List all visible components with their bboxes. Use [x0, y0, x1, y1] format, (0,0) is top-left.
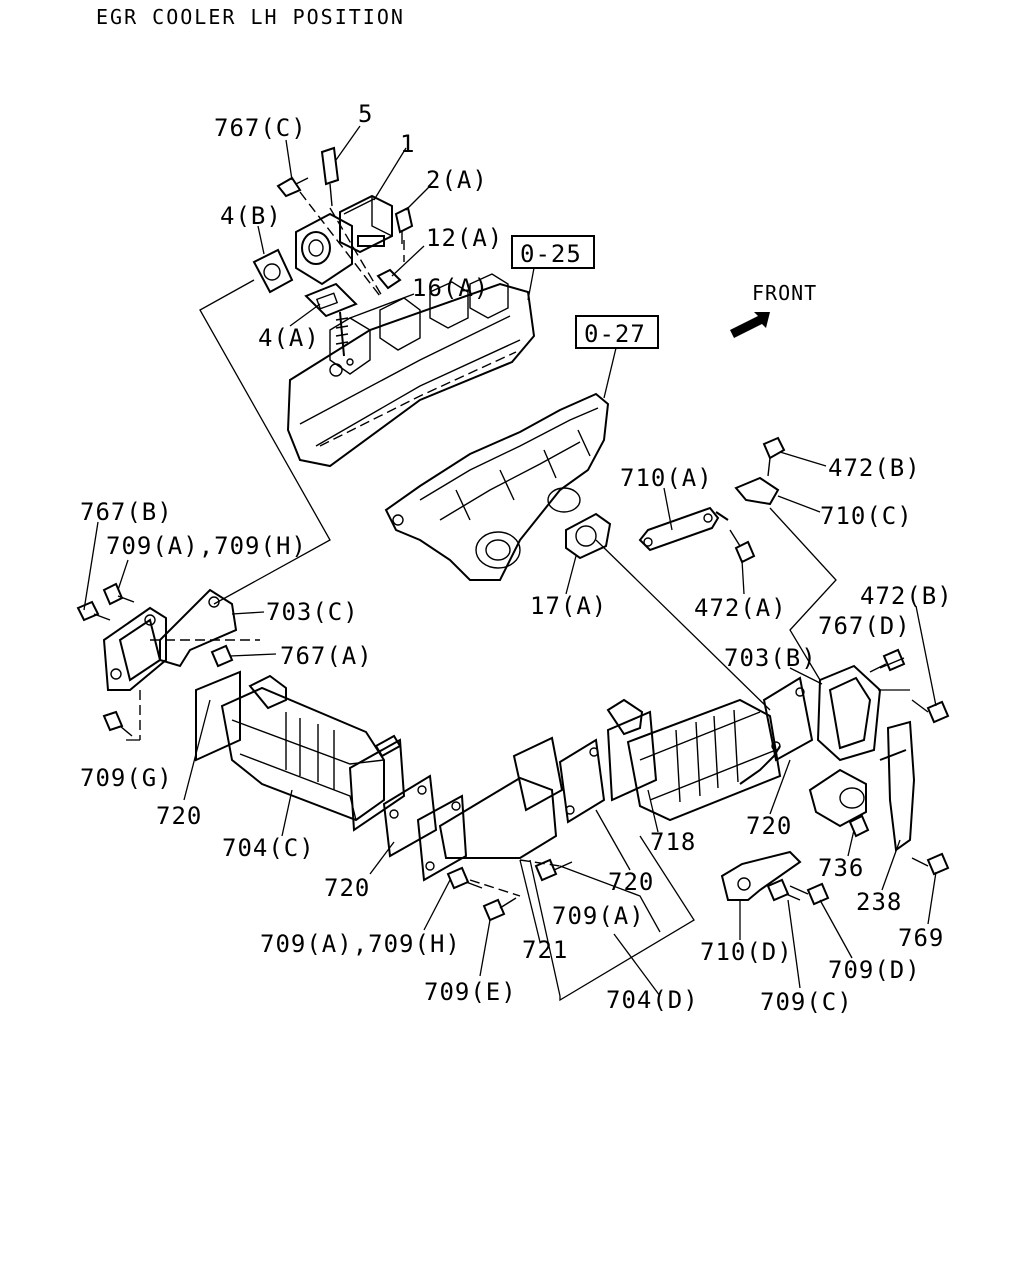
front-label: FRONT: [752, 281, 817, 305]
label-472b-top: 472(B): [828, 454, 921, 482]
label-4b: 4(B): [220, 202, 282, 230]
label-721: 721: [522, 936, 568, 964]
label-710c: 710(C): [820, 502, 913, 530]
label-710a: 710(A): [620, 464, 713, 492]
label-720-left: 720: [156, 802, 202, 830]
part-labels: 767(C) 5 1 2(A) 4(B) 12(A) 16(A) 4(A) 47…: [80, 100, 953, 1016]
label-703c: 703(C): [266, 598, 359, 626]
label-709a-mid: 709(A): [552, 902, 645, 930]
label-709ah-top: 709(A),709(H): [106, 532, 307, 560]
label-16a: 16(A): [412, 274, 489, 302]
label-718: 718: [650, 828, 696, 856]
leader-lines: [83, 125, 937, 1002]
label-704c: 704(C): [222, 834, 315, 862]
label-709g: 709(G): [80, 764, 173, 792]
label-767d: 767(D): [818, 612, 911, 640]
label-710d: 710(D): [700, 938, 793, 966]
label-2a: 2(A): [426, 166, 488, 194]
label-4a: 4(A): [258, 324, 320, 352]
ref-label-0-25: 0-25: [520, 240, 582, 268]
label-736: 736: [818, 854, 864, 882]
label-17a: 17(A): [530, 592, 607, 620]
intake-manifold: [286, 273, 536, 468]
label-709c: 709(C): [760, 988, 853, 1016]
label-472b-right: 472(B): [860, 582, 953, 610]
center-pipe-721: [416, 736, 606, 922]
label-769: 769: [898, 924, 944, 952]
label-720-mid-left: 720: [324, 874, 370, 902]
label-767b: 767(B): [80, 498, 173, 526]
label-709e: 709(E): [424, 978, 517, 1006]
exhaust-manifold: [384, 392, 612, 581]
label-720-mid: 720: [608, 868, 654, 896]
egr-cooler-left: [195, 670, 438, 858]
label-704d: 704(D): [606, 986, 699, 1014]
label-703b: 703(B): [724, 644, 817, 672]
label-767a: 767(A): [280, 642, 373, 670]
label-720-right: 720: [746, 812, 792, 840]
ref-box-0-25: [511, 235, 595, 269]
label-767c: 767(C): [214, 114, 307, 142]
label-12a: 12(A): [426, 224, 503, 252]
left-flange-bracket: [76, 582, 260, 740]
ref-label-0-27: 0-27: [584, 320, 646, 348]
label-709d: 709(D): [828, 956, 921, 984]
diagram-title: EGR COOLER LH POSITION: [96, 5, 405, 29]
label-709ah-bottom: 709(A),709(H): [260, 930, 461, 958]
front-arrow: FRONT: [730, 281, 817, 338]
label-472a: 472(A): [694, 594, 787, 622]
bracket-710: [638, 436, 786, 564]
label-1: 1: [400, 130, 415, 158]
label-5: 5: [358, 100, 373, 128]
egr-valve-assembly: [252, 146, 414, 357]
label-238: 238: [856, 888, 902, 916]
ref-box-0-27: [575, 315, 659, 349]
egr-cooler-right: [606, 676, 814, 822]
